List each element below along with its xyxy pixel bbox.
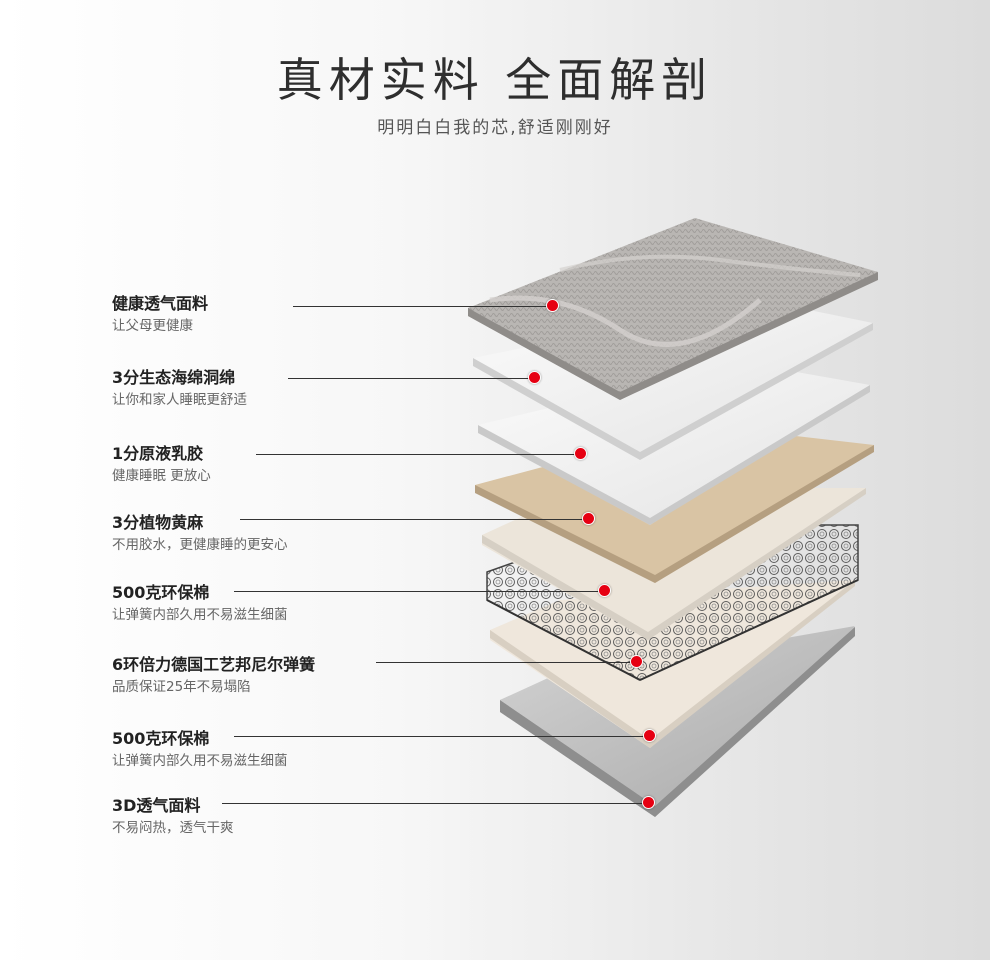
layer-label-6: 6环倍力德国工艺邦尼尔弹簧 品质保证25年不易塌陷 bbox=[112, 654, 315, 697]
marker-dot bbox=[643, 729, 656, 742]
marker-dot bbox=[630, 655, 643, 668]
layer-desc: 让父母更健康 bbox=[112, 318, 193, 334]
layer-desc: 品质保证25年不易塌陷 bbox=[112, 679, 251, 695]
layer-name: 健康透气面料 bbox=[112, 294, 209, 313]
leader-line bbox=[234, 736, 650, 737]
layer-name: 3分植物黄麻 bbox=[112, 513, 204, 532]
layer-desc: 不用胶水，更健康睡的更安心 bbox=[112, 537, 288, 553]
layer-name: 500克环保棉 bbox=[112, 729, 210, 748]
layer-desc: 让弹簧内部久用不易滋生细菌 bbox=[112, 753, 288, 769]
layer-label-2: 3分生态海绵洞绵 让你和家人睡眠更舒适 bbox=[112, 367, 247, 410]
leader-line bbox=[293, 306, 553, 307]
layer-label-3: 1分原液乳胶 健康睡眠 更放心 bbox=[112, 443, 211, 486]
leader-line bbox=[234, 591, 604, 592]
layer-label-7: 500克环保棉 让弹簧内部久用不易滋生细菌 bbox=[112, 728, 288, 771]
page-subtitle: 明明白白我的芯,舒适刚刚好 bbox=[377, 118, 613, 138]
leader-line bbox=[240, 519, 589, 520]
layer-name: 500克环保棉 bbox=[112, 583, 210, 602]
layer-desc: 让你和家人睡眠更舒适 bbox=[112, 392, 247, 408]
leader-line bbox=[222, 803, 648, 804]
layer-name: 1分原液乳胶 bbox=[112, 444, 204, 463]
leader-line bbox=[256, 454, 580, 455]
leader-line bbox=[376, 662, 636, 663]
layer-desc: 不易闷热，透气干爽 bbox=[112, 820, 234, 836]
leader-line bbox=[288, 378, 534, 379]
layer-name: 6环倍力德国工艺邦尼尔弹簧 bbox=[112, 655, 316, 674]
layer-desc: 让弹簧内部久用不易滋生细菌 bbox=[112, 607, 288, 623]
layer-label-5: 500克环保棉 让弹簧内部久用不易滋生细菌 bbox=[112, 582, 288, 625]
layer-name: 3D透气面料 bbox=[112, 796, 201, 815]
layer-label-4: 3分植物黄麻 不用胶水，更健康睡的更安心 bbox=[112, 512, 288, 555]
marker-dot bbox=[582, 512, 595, 525]
layer-label-1: 健康透气面料 让父母更健康 bbox=[112, 293, 208, 336]
page-title: 真材实料 全面解剖 bbox=[276, 53, 714, 107]
layer-label-8: 3D透气面料 不易闷热，透气干爽 bbox=[112, 795, 234, 838]
marker-dot bbox=[642, 796, 655, 809]
marker-dot bbox=[574, 447, 587, 460]
layer-top-fabric bbox=[468, 218, 878, 400]
layer-name: 3分生态海绵洞绵 bbox=[112, 368, 236, 387]
marker-dot bbox=[546, 299, 559, 312]
layer-desc: 健康睡眠 更放心 bbox=[112, 468, 211, 484]
marker-dot bbox=[528, 371, 541, 384]
marker-dot bbox=[598, 584, 611, 597]
